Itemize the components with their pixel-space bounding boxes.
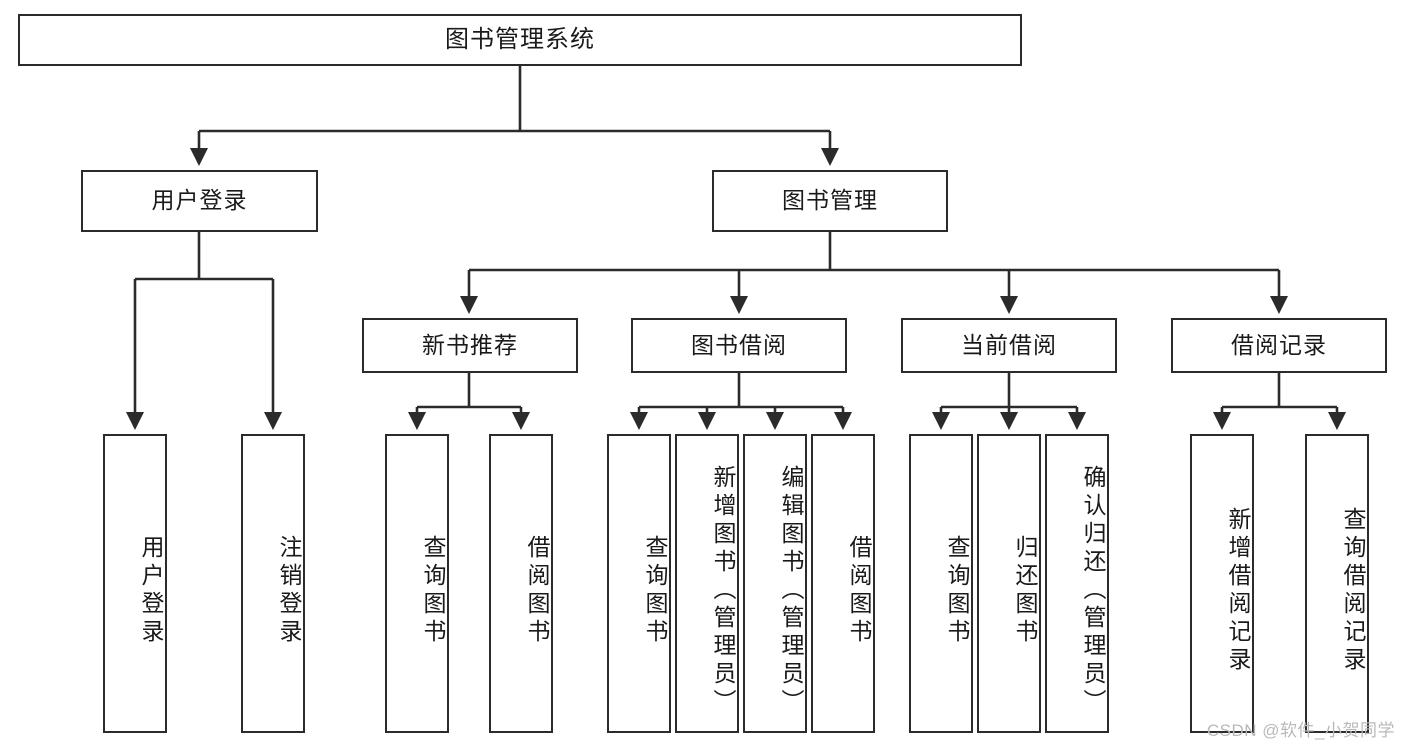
leaf-logout[interactable]: 注销登录 bbox=[241, 434, 305, 733]
leaf-query-book-recommend[interactable]: 查询图书 bbox=[385, 434, 449, 733]
leaf-confirm-return-admin[interactable]: 确认归还（管理员） bbox=[1045, 434, 1109, 733]
watermark-text: CSDN @软件_小贺同学 bbox=[1206, 721, 1395, 740]
leaf-borrow-book-recommend[interactable]: 借阅图书 bbox=[489, 434, 553, 733]
leaf-return-book[interactable]: 归还图书 bbox=[977, 434, 1041, 733]
leaf-query-book-borrow[interactable]: 查询图书 bbox=[607, 434, 671, 733]
node-new-book-recommend[interactable]: 新书推荐 bbox=[362, 318, 578, 373]
leaf-query-borrow-record[interactable]: 查询借阅记录 bbox=[1305, 434, 1369, 733]
node-book-borrow[interactable]: 图书借阅 bbox=[631, 318, 847, 373]
leaf-edit-book-admin[interactable]: 编辑图书（管理员） bbox=[743, 434, 807, 733]
leaf-query-book-current[interactable]: 查询图书 bbox=[909, 434, 973, 733]
node-borrow-record[interactable]: 借阅记录 bbox=[1171, 318, 1387, 373]
node-user-login[interactable]: 用户登录 bbox=[81, 170, 318, 232]
leaf-add-book-admin[interactable]: 新增图书（管理员） bbox=[675, 434, 739, 733]
leaf-borrow-book[interactable]: 借阅图书 bbox=[811, 434, 875, 733]
leaf-user-login[interactable]: 用户登录 bbox=[103, 434, 167, 733]
leaf-add-borrow-record[interactable]: 新增借阅记录 bbox=[1190, 434, 1254, 733]
node-book-manage[interactable]: 图书管理 bbox=[712, 170, 948, 232]
node-current-borrow[interactable]: 当前借阅 bbox=[901, 318, 1117, 373]
node-root-system[interactable]: 图书管理系统 bbox=[18, 14, 1022, 66]
